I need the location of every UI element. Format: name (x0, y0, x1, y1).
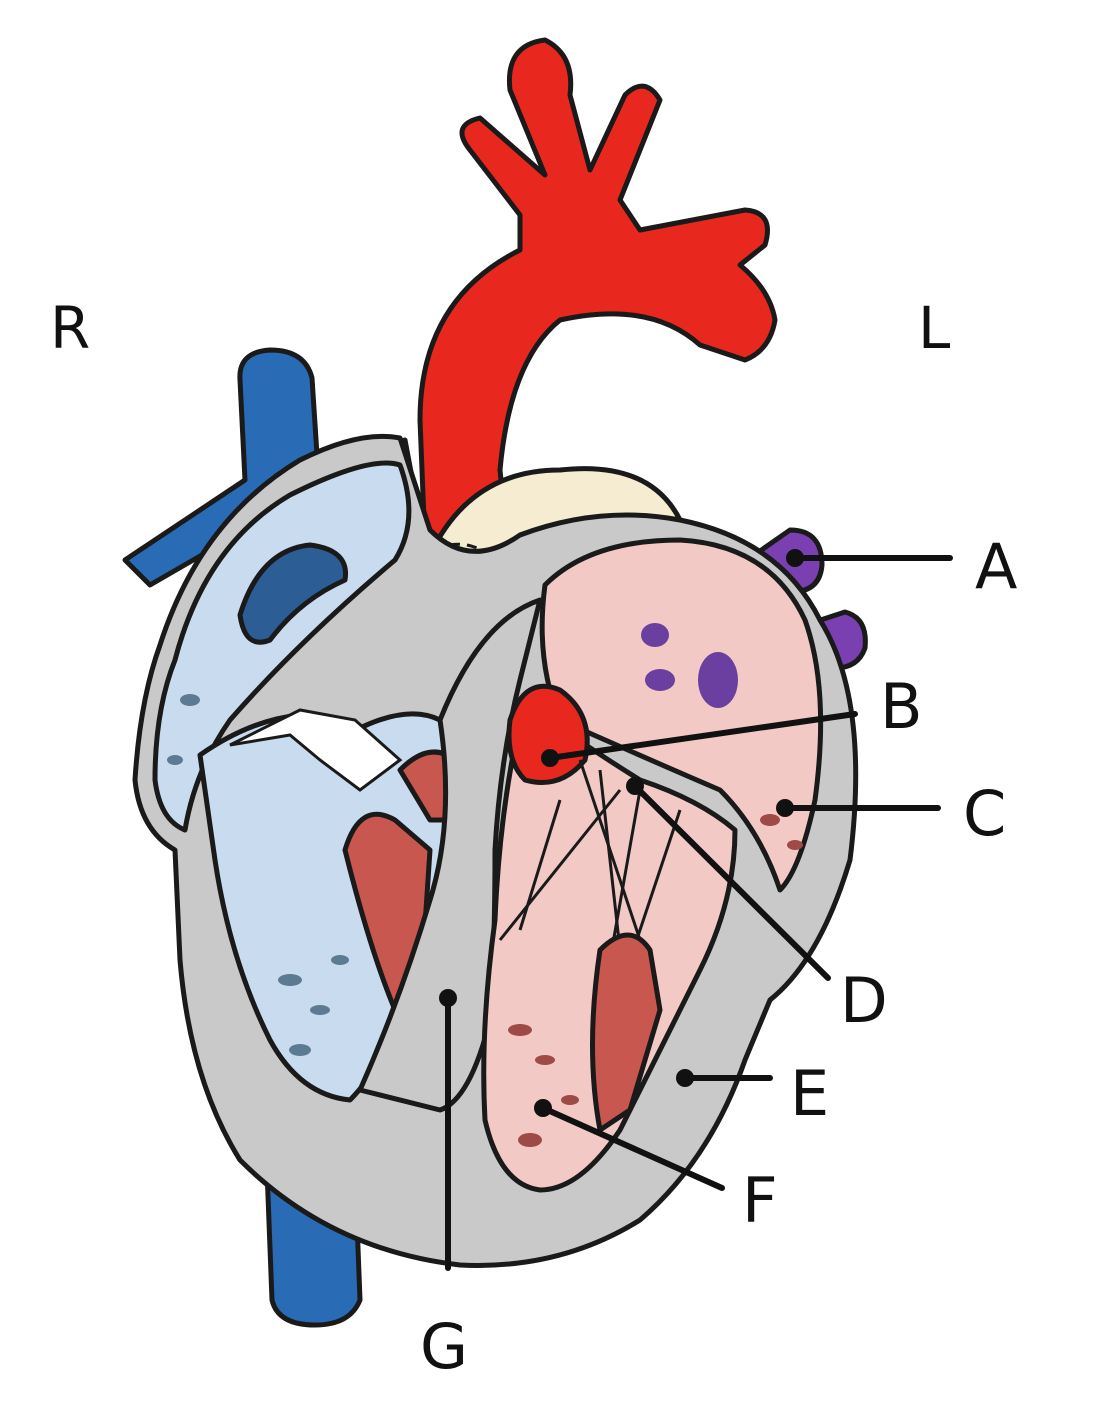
label-D: D (840, 964, 888, 1037)
vein-opening-2 (645, 669, 675, 691)
label-E: E (790, 1057, 829, 1130)
chordae-tendineae (498, 759, 682, 961)
right-atrium (152, 460, 412, 833)
interventricular-septum (357, 597, 543, 1113)
label-C: C (963, 777, 1006, 850)
callout-A: A (786, 530, 1017, 603)
aortic-arch (417, 37, 778, 548)
left-papillary-muscle (590, 932, 663, 1133)
callout-C: C (776, 777, 1006, 850)
label-F: F (742, 1164, 778, 1237)
trabecula-right-6 (167, 755, 183, 765)
callout-B: B (541, 670, 923, 767)
trabecula-right-2 (310, 1005, 330, 1015)
trabecula-right-1 (278, 974, 302, 986)
trabecula-right-4 (289, 1044, 311, 1056)
trabecula-left-3 (518, 1133, 542, 1147)
vein-opening-1 (641, 623, 669, 647)
side-label-right: R (50, 294, 90, 362)
callout-E: E (676, 1057, 829, 1130)
callout-G: G (420, 989, 468, 1383)
pulmonary-vein-openings (641, 623, 738, 708)
trabecula-right-3 (331, 955, 349, 965)
trabeculae-left (508, 814, 803, 1147)
aorta (417, 37, 778, 548)
trabecula-left-atrium-1 (760, 814, 780, 826)
trabecula-left-atrium-2 (787, 840, 803, 850)
trabecula-right-5 (180, 694, 200, 706)
trabecula-left-2 (535, 1055, 555, 1065)
vein-opening-3 (698, 652, 738, 708)
label-A: A (975, 530, 1017, 603)
coronary-sinus-opening (237, 542, 349, 645)
side-label-left: L (918, 294, 950, 362)
tricuspid-valve-leaflets (229, 708, 403, 792)
label-B: B (880, 670, 923, 743)
trabecula-left-1 (508, 1024, 532, 1036)
trabecula-left-4 (561, 1095, 579, 1105)
label-G: G (420, 1310, 468, 1383)
callout-D: D (626, 777, 888, 1037)
callout-F: F (534, 1099, 778, 1237)
trabeculae-right (167, 694, 349, 1056)
